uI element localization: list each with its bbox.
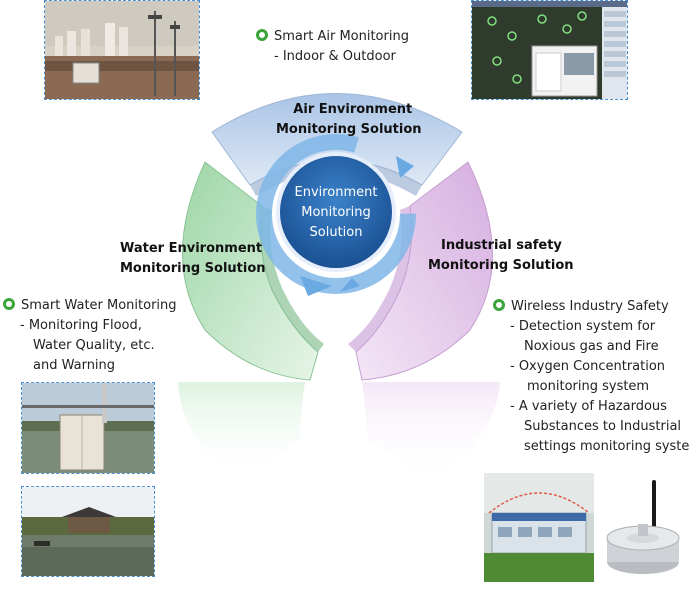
air-monitoring-item: - Indoor & Outdoor	[274, 49, 396, 64]
industry-safety-item: Substances to Industrial	[524, 419, 682, 434]
industry-safety-title: Wireless Industry Safety	[511, 299, 669, 314]
water-monitoring-item: and Warning	[33, 358, 116, 373]
water-segment-reflection	[178, 382, 305, 480]
air-segment-label: Air Environment Monitoring Solution	[276, 100, 422, 140]
bullet-icon	[256, 29, 268, 41]
bullet-icon	[493, 299, 505, 311]
center-label-line2: Monitoring	[301, 205, 371, 220]
industrial-segment-label-line1: Industrial safety	[441, 238, 562, 253]
air-segment-label-line2: Monitoring Solution	[276, 122, 422, 137]
bullet-icon	[3, 298, 15, 310]
photo-water-pond	[21, 486, 155, 577]
industry-safety-block: Wireless Industry Safety - Detection sys…	[493, 297, 690, 457]
industry-safety-item: Noxious gas and Fire	[524, 339, 659, 354]
water-monitoring-block: Smart Water Monitoring - Monitoring Floo…	[3, 296, 177, 376]
center-disk	[276, 152, 396, 272]
air-segment-label-line1: Air Environment	[293, 102, 413, 117]
cycle-arrow-bottom-right	[340, 278, 360, 292]
photo-industrial-site	[484, 473, 594, 582]
industry-safety-item: - A variety of Hazardous	[510, 399, 667, 414]
water-segment-label-line1: Water Environment	[120, 241, 263, 256]
water-segment-label: Water Environment Monitoring Solution	[120, 239, 266, 279]
industry-safety-item: - Oxygen Concentration	[510, 359, 666, 374]
industry-safety-item: monitoring system	[527, 379, 650, 394]
center-label-line3: Solution	[309, 225, 363, 240]
air-monitoring-block: Smart Air Monitoring - Indoor & Outdoor	[256, 27, 409, 67]
center-label: Environment Monitoring Solution	[286, 183, 386, 243]
industry-safety-item: settings monitoring system	[524, 439, 690, 454]
water-monitoring-item: Water Quality, etc.	[33, 338, 155, 353]
industrial-segment-label-line2: Monitoring Solution	[428, 258, 574, 273]
water-monitoring-title: Smart Water Monitoring	[21, 298, 177, 313]
photo-water-station	[21, 382, 155, 474]
industrial-segment-reflection	[362, 382, 500, 480]
industrial-segment-label: Industrial safety Monitoring Solution	[428, 236, 574, 276]
cycle-arrow-right	[396, 156, 414, 178]
water-monitoring-item: - Monitoring Flood,	[20, 318, 142, 333]
photo-air-station	[44, 0, 200, 100]
cycle-arrow-left	[300, 276, 332, 296]
industry-safety-item: - Detection system for	[510, 319, 656, 334]
photo-air-dashboard	[471, 0, 628, 100]
water-segment-label-line2: Monitoring Solution	[120, 261, 266, 276]
center-label-line1: Environment	[294, 185, 378, 200]
air-monitoring-title: Smart Air Monitoring	[274, 29, 409, 44]
photo-wireless-sensor	[600, 476, 686, 582]
